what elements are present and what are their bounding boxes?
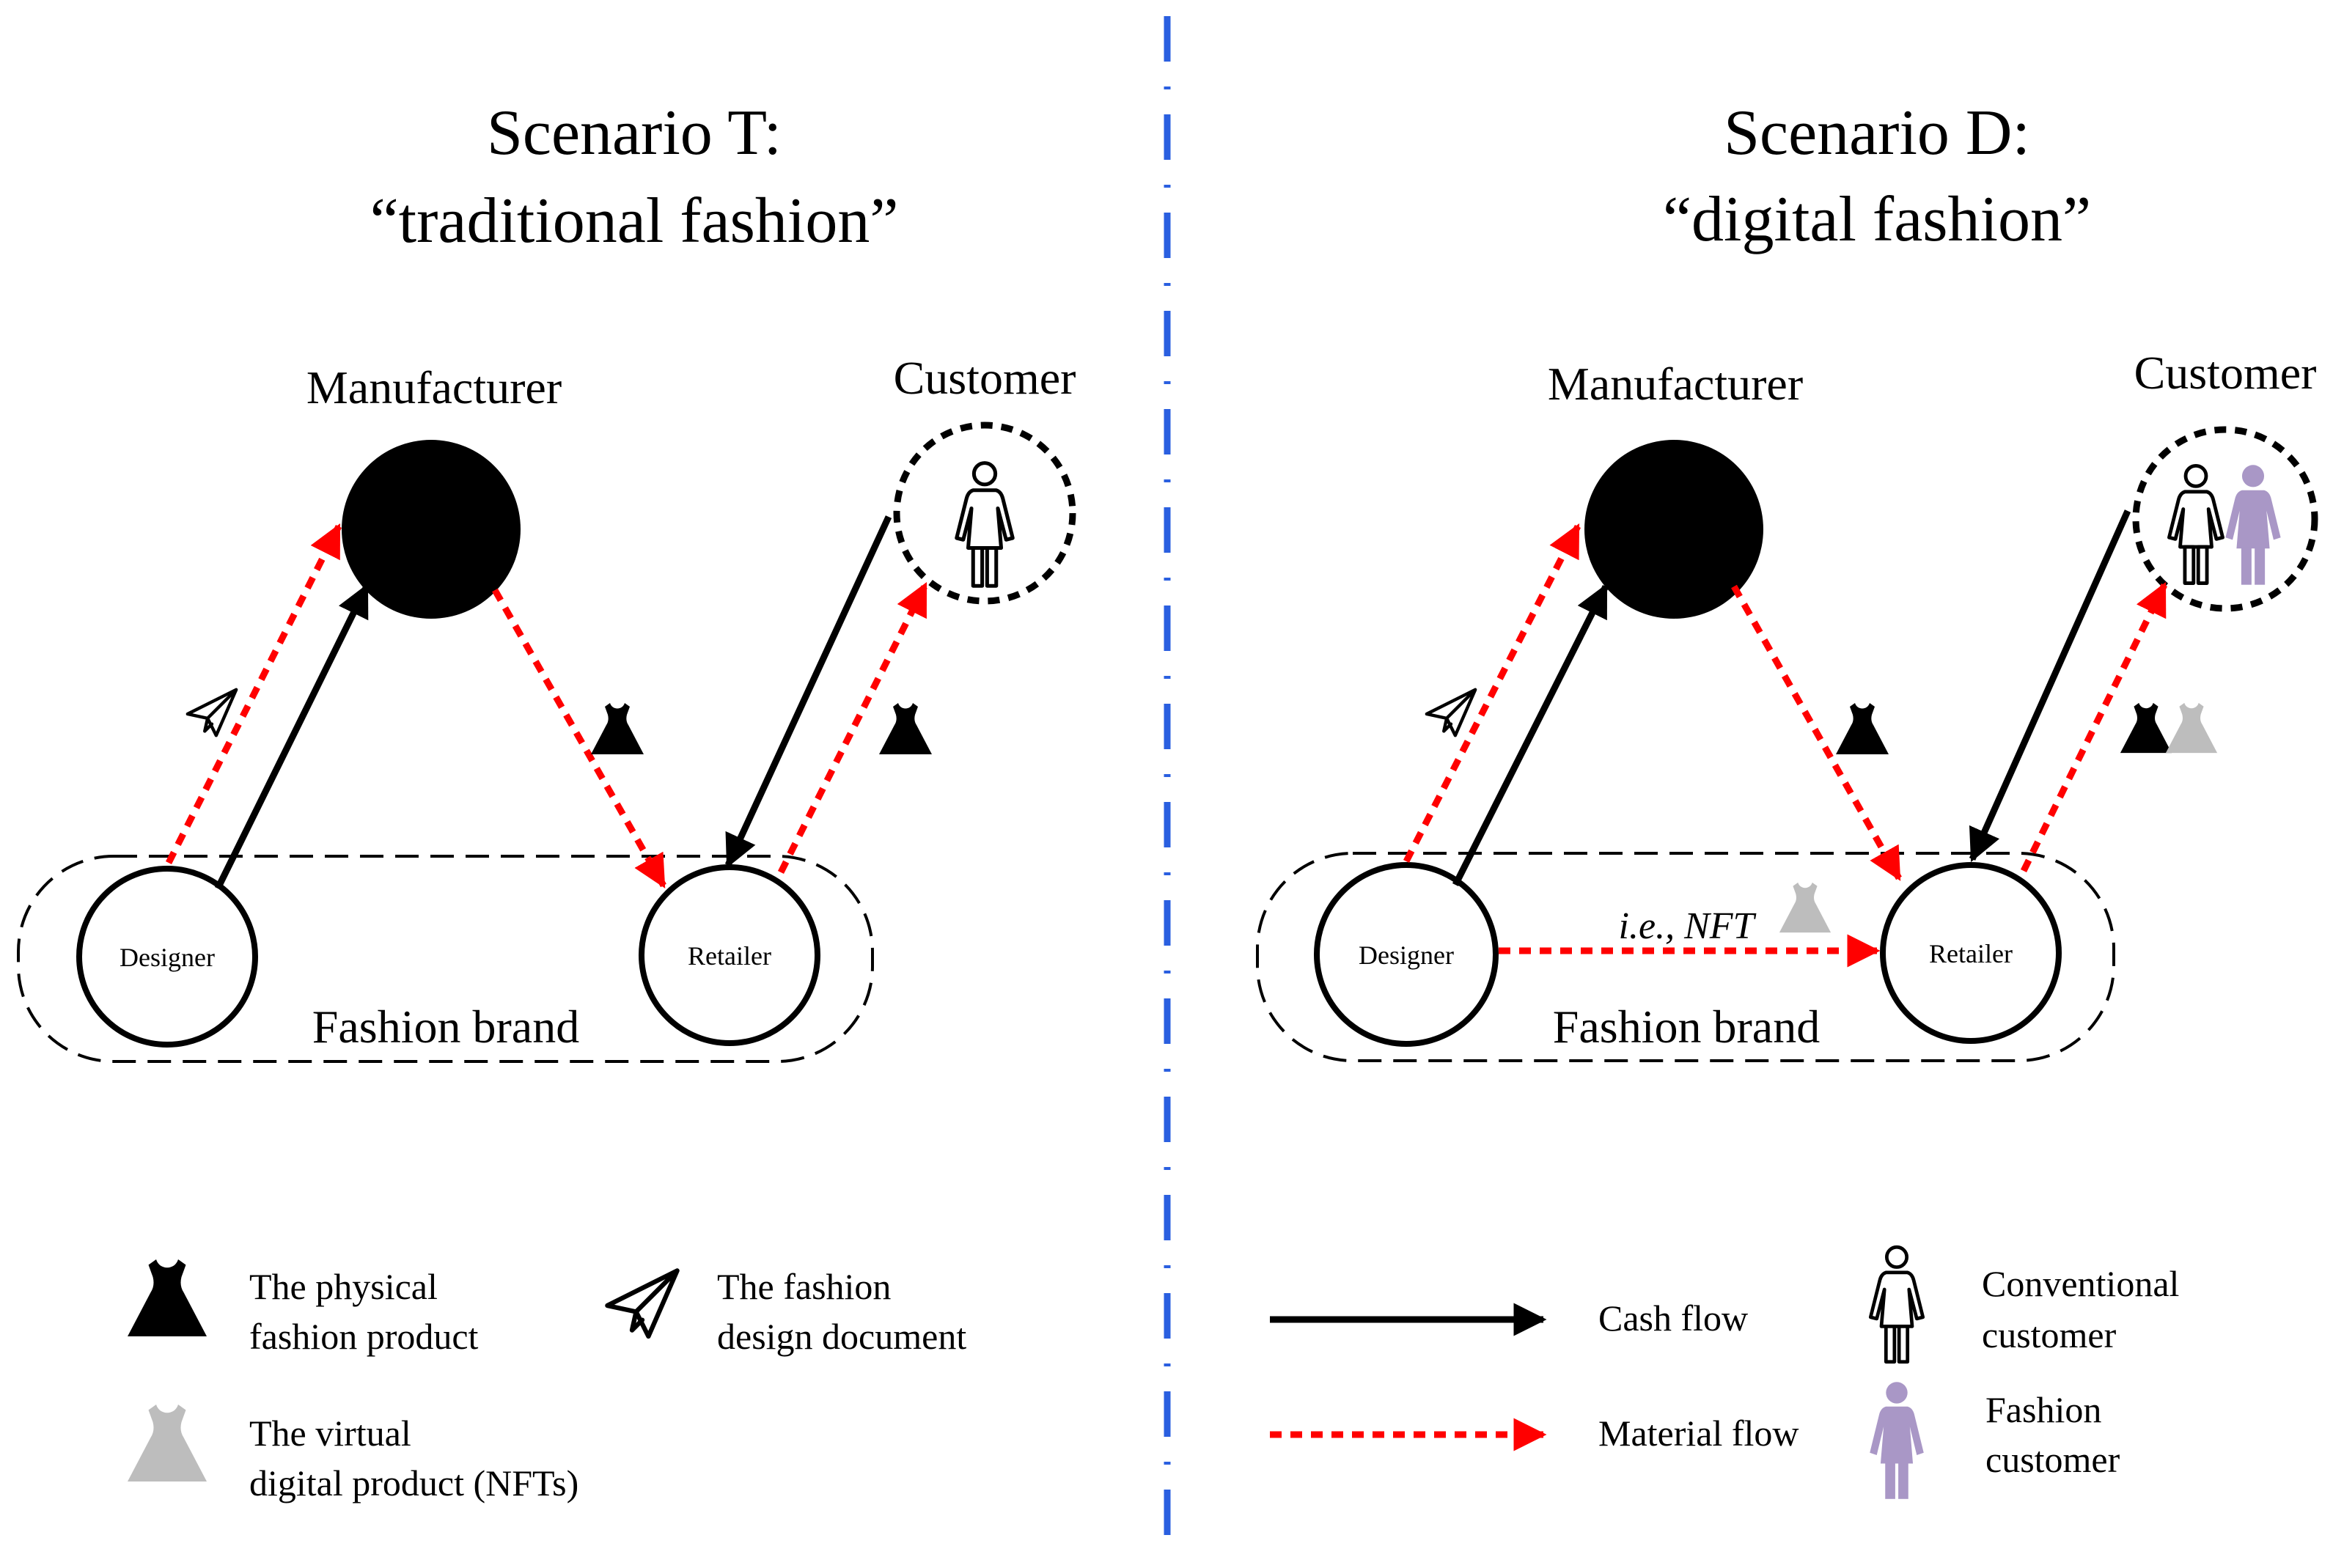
legend-conventional-customer-icon bbox=[1870, 1247, 1922, 1361]
physical-dress-icon bbox=[1836, 703, 1889, 754]
scenario-d-material-flow-designer-to-manufacturer bbox=[1403, 523, 1581, 864]
scenario-d-nft-label: i.e., NFT bbox=[1619, 905, 1757, 947]
legend-physical-dress-icon bbox=[128, 1259, 207, 1336]
scenario-t-cash-flow-customer-to-retailer bbox=[724, 515, 892, 869]
scenario-t-customer-node bbox=[893, 422, 1076, 605]
legend-conventional-line2: customer bbox=[1982, 1314, 2117, 1355]
scenario-t-retailer-label: Retailer bbox=[688, 941, 771, 971]
legend-conventional-line1: Conventional bbox=[1982, 1263, 2179, 1304]
scenario-t-cash-flow-designer-to-manufacturer bbox=[214, 583, 370, 890]
legend-virtual-dress-icon bbox=[128, 1405, 207, 1481]
legend-design-document-icon bbox=[607, 1270, 677, 1336]
scenario-t-title-line2: “traditional fashion” bbox=[370, 185, 899, 257]
scenario-t-manufacturer-node bbox=[342, 440, 521, 619]
legend-cash-flow-label: Cash flow bbox=[1598, 1298, 1748, 1339]
virtual-dress-icon bbox=[2165, 702, 2218, 754]
legend-virtual-line2: digital product (NFTs) bbox=[249, 1462, 578, 1503]
scenario-d-retailer-node bbox=[1880, 862, 2062, 1044]
scenario-d-title-line1: Scenario D: bbox=[1724, 97, 2030, 169]
scenario-d-cash-flow-customer-to-retailer bbox=[1969, 509, 2131, 863]
scenario-d-customer-node bbox=[2132, 426, 2318, 612]
scenario-t-manufacturer-label: Manufacturer bbox=[306, 361, 562, 413]
legend: The physical fashion product The fashion… bbox=[128, 1247, 2179, 1503]
legend-design-line2: design document bbox=[717, 1316, 966, 1357]
scenario-t: Scenario T: “traditional fashion” Manufa… bbox=[17, 97, 1076, 1063]
virtual-dress-icon bbox=[1779, 882, 1832, 933]
scenario-d-title-line2: “digital fashion” bbox=[1663, 184, 2091, 255]
scenario-d-manufacturer-label: Manufacturer bbox=[1548, 358, 1803, 410]
scenario-d-cash-flow-designer-to-manufacturer bbox=[1452, 583, 1609, 887]
design-document-icon bbox=[188, 690, 236, 735]
scenario-d-brand-label: Fashion brand bbox=[1553, 1001, 1820, 1053]
conventional-customer-icon bbox=[2169, 465, 2222, 583]
scenario-t-customer-label: Customer bbox=[894, 352, 1076, 404]
legend-physical-line1: The physical bbox=[249, 1266, 438, 1307]
design-document-icon bbox=[1427, 690, 1475, 735]
legend-design-line1: The fashion bbox=[717, 1266, 891, 1307]
scenario-t-designer-node bbox=[76, 866, 258, 1048]
legend-virtual-line1: The virtual bbox=[249, 1413, 411, 1454]
legend-fashion-line2: customer bbox=[1985, 1439, 2120, 1480]
scenario-t-brand-label: Fashion brand bbox=[312, 1001, 579, 1053]
physical-dress-icon bbox=[879, 703, 932, 754]
scenario-t-material-flow-retailer-to-customer bbox=[777, 581, 929, 875]
scenario-d-fashion-brand-group bbox=[1256, 852, 2115, 1062]
scenario-d-customer-label: Customer bbox=[2134, 347, 2317, 399]
physical-dress-icon bbox=[2120, 702, 2172, 754]
conventional-customer-icon bbox=[957, 463, 1013, 586]
scenario-d-designer-node bbox=[1314, 862, 1499, 1047]
scenario-t-fashion-brand-group bbox=[17, 855, 874, 1063]
legend-fashion-line1: Fashion bbox=[1985, 1389, 2101, 1430]
scenario-t-material-flow-manufacturer-to-retailer bbox=[492, 588, 666, 888]
scenario-d: Scenario D: “digital fashion” Manufactur… bbox=[1256, 97, 2318, 1062]
legend-physical-line2: fashion product bbox=[249, 1316, 479, 1357]
legend-fashion-customer-icon bbox=[1870, 1382, 1924, 1499]
scenario-d-manufacturer-node bbox=[1584, 440, 1763, 619]
scenario-t-designer-label: Designer bbox=[120, 943, 215, 972]
scenario-d-retailer-label: Retailer bbox=[1929, 939, 2013, 968]
scenario-t-material-flow-designer-to-manufacturer bbox=[165, 523, 342, 865]
scenario-d-designer-label: Designer bbox=[1359, 941, 1454, 970]
scenario-t-title-line1: Scenario T: bbox=[487, 97, 782, 169]
fashion-customer-icon bbox=[2225, 465, 2281, 585]
physical-dress-icon bbox=[591, 703, 644, 754]
scenario-d-material-flow-manufacturer-to-retailer bbox=[1731, 584, 1902, 881]
legend-material-flow-label: Material flow bbox=[1598, 1413, 1799, 1454]
